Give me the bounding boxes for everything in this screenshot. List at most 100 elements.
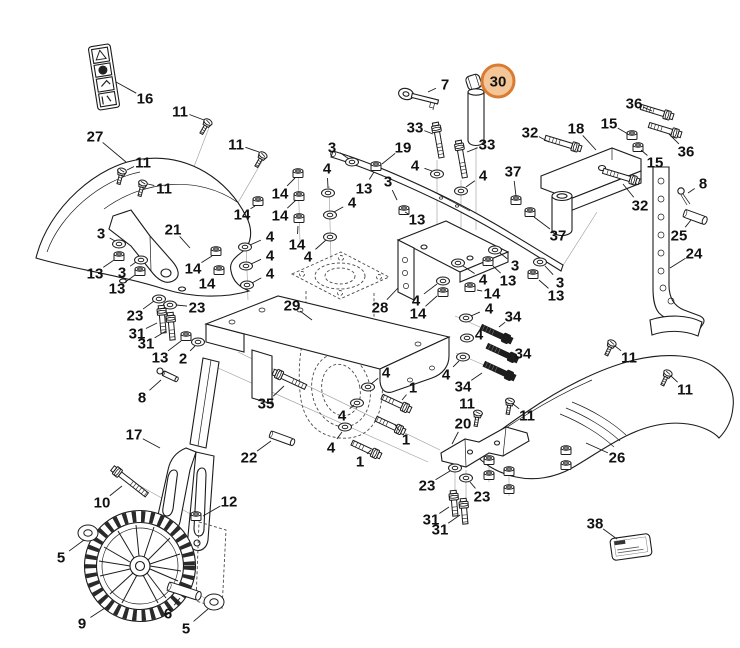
part-label-14[interactable]: 14: [272, 185, 289, 202]
part-label-21[interactable]: 21: [165, 221, 182, 238]
part-label-4[interactable]: 4: [266, 228, 275, 245]
part-label-10[interactable]: 10: [94, 494, 111, 511]
part-label-26[interactable]: 26: [609, 449, 626, 466]
part-label-4[interactable]: 4: [411, 157, 420, 174]
hardware-item[interactable]: [460, 333, 474, 343]
hardware-item[interactable]: [197, 117, 213, 136]
part-label-8[interactable]: 8: [699, 175, 707, 192]
part-8-retaining-clip-right[interactable]: [677, 187, 691, 206]
part-label-1[interactable]: 1: [402, 431, 410, 448]
hardware-item[interactable]: [488, 245, 502, 255]
hardware-item[interactable]: [323, 232, 337, 242]
hardware-item[interactable]: [448, 489, 460, 517]
hardware-item[interactable]: [190, 511, 202, 521]
hardware-item[interactable]: [135, 179, 149, 198]
part-label-37[interactable]: 37: [505, 163, 522, 180]
hardware-item[interactable]: [380, 393, 413, 414]
part-label-23[interactable]: 23: [189, 299, 206, 316]
hardware-item[interactable]: [524, 207, 536, 217]
hardware-item[interactable]: [454, 139, 469, 179]
part-label-4[interactable]: 4: [266, 265, 275, 282]
part-label-4[interactable]: 4: [304, 248, 313, 265]
hardware-item[interactable]: [293, 213, 305, 223]
hardware-item[interactable]: [632, 142, 644, 152]
hardware-item[interactable]: [483, 455, 495, 465]
part-label-27[interactable]: 27: [87, 128, 104, 145]
hardware-item[interactable]: [485, 342, 520, 364]
hardware-item[interactable]: [345, 157, 359, 167]
part-label-38[interactable]: 38: [587, 515, 604, 532]
part-21-fender-bracket[interactable]: [108, 209, 179, 283]
part-label-4[interactable]: 4: [348, 194, 357, 211]
hardware-item[interactable]: [210, 246, 222, 256]
part-label-4[interactable]: 4: [266, 247, 275, 264]
part-label-14[interactable]: 14: [289, 236, 306, 253]
hardware-item[interactable]: [639, 103, 675, 121]
part-24-depth-stake[interactable]: [652, 166, 705, 331]
part-label-4[interactable]: 4: [479, 167, 488, 184]
hardware-item[interactable]: [239, 261, 253, 271]
part-label-8[interactable]: 8: [138, 389, 146, 406]
part-label-16[interactable]: 16: [137, 90, 154, 107]
part-label-12[interactable]: 12: [221, 493, 238, 510]
part-label-7[interactable]: 7: [441, 76, 449, 93]
part-label-32[interactable]: 32: [632, 197, 649, 214]
part-label-4[interactable]: 4: [475, 326, 484, 343]
part-label-6[interactable]: 6: [164, 605, 172, 622]
part-9-wheel[interactable]: [83, 509, 197, 623]
hardware-item[interactable]: [161, 370, 179, 383]
hardware-item[interactable]: [430, 169, 444, 179]
hardware-item[interactable]: [292, 168, 304, 178]
part-label-31[interactable]: 31: [138, 335, 155, 352]
hardware-item[interactable]: [109, 465, 150, 499]
part-label-15[interactable]: 15: [647, 154, 664, 171]
hardware-item[interactable]: [436, 276, 450, 286]
hardware-item[interactable]: [456, 352, 470, 362]
part-label-34[interactable]: 34: [505, 308, 522, 325]
hardware-item[interactable]: [482, 256, 494, 266]
part-label-34[interactable]: 34: [515, 345, 532, 362]
part-29-support-plate[interactable]: [204, 295, 451, 405]
part-label-13[interactable]: 13: [87, 265, 104, 282]
part-label-13[interactable]: 13: [109, 280, 126, 297]
hardware-item[interactable]: [166, 581, 203, 601]
hardware-item[interactable]: [431, 121, 446, 159]
part-label-3[interactable]: 3: [384, 173, 392, 190]
part-label-2[interactable]: 2: [179, 350, 187, 367]
part-label-1[interactable]: 1: [356, 453, 364, 470]
hardware-item[interactable]: [437, 287, 449, 297]
part-label-11[interactable]: 11: [228, 136, 244, 153]
hardware-item[interactable]: [374, 415, 407, 436]
hardware-item[interactable]: [238, 242, 252, 252]
hardware-item[interactable]: [252, 150, 268, 169]
part-label-14[interactable]: 14: [484, 285, 501, 302]
part-label-14[interactable]: 14: [272, 207, 289, 224]
part-label-13[interactable]: 13: [409, 211, 426, 228]
part-18-hitch-bracket[interactable]: [540, 147, 642, 237]
part-label-20[interactable]: 20: [455, 415, 472, 432]
part-label-11[interactable]: 11: [459, 395, 475, 412]
hardware-item[interactable]: [112, 239, 126, 249]
part-label-11[interactable]: 11: [156, 180, 172, 197]
part-label-13[interactable]: 13: [548, 287, 565, 304]
hardware-item[interactable]: [682, 208, 709, 225]
hardware-item[interactable]: [560, 460, 572, 470]
hardware-item[interactable]: [647, 121, 683, 139]
part-label-36[interactable]: 36: [678, 143, 695, 160]
part-label-9[interactable]: 9: [78, 615, 86, 632]
part-8-retaining-pin-left[interactable]: [156, 367, 164, 375]
hardware-item[interactable]: [510, 195, 522, 205]
part-label-4[interactable]: 4: [338, 407, 347, 424]
hardware-item[interactable]: [459, 313, 473, 323]
part-label-35[interactable]: 35: [258, 395, 275, 412]
hardware-item[interactable]: [533, 257, 547, 267]
part-label-4[interactable]: 4: [442, 366, 451, 383]
part-label-32[interactable]: 32: [522, 124, 539, 141]
part-label-11[interactable]: 11: [677, 381, 693, 398]
part-label-29[interactable]: 29: [284, 297, 301, 314]
hardware-item[interactable]: [361, 382, 375, 392]
part-label-4[interactable]: 4: [479, 271, 488, 288]
hardware-item[interactable]: [338, 422, 352, 432]
hardware-item[interactable]: [459, 473, 473, 483]
part-label-11[interactable]: 11: [135, 154, 151, 171]
